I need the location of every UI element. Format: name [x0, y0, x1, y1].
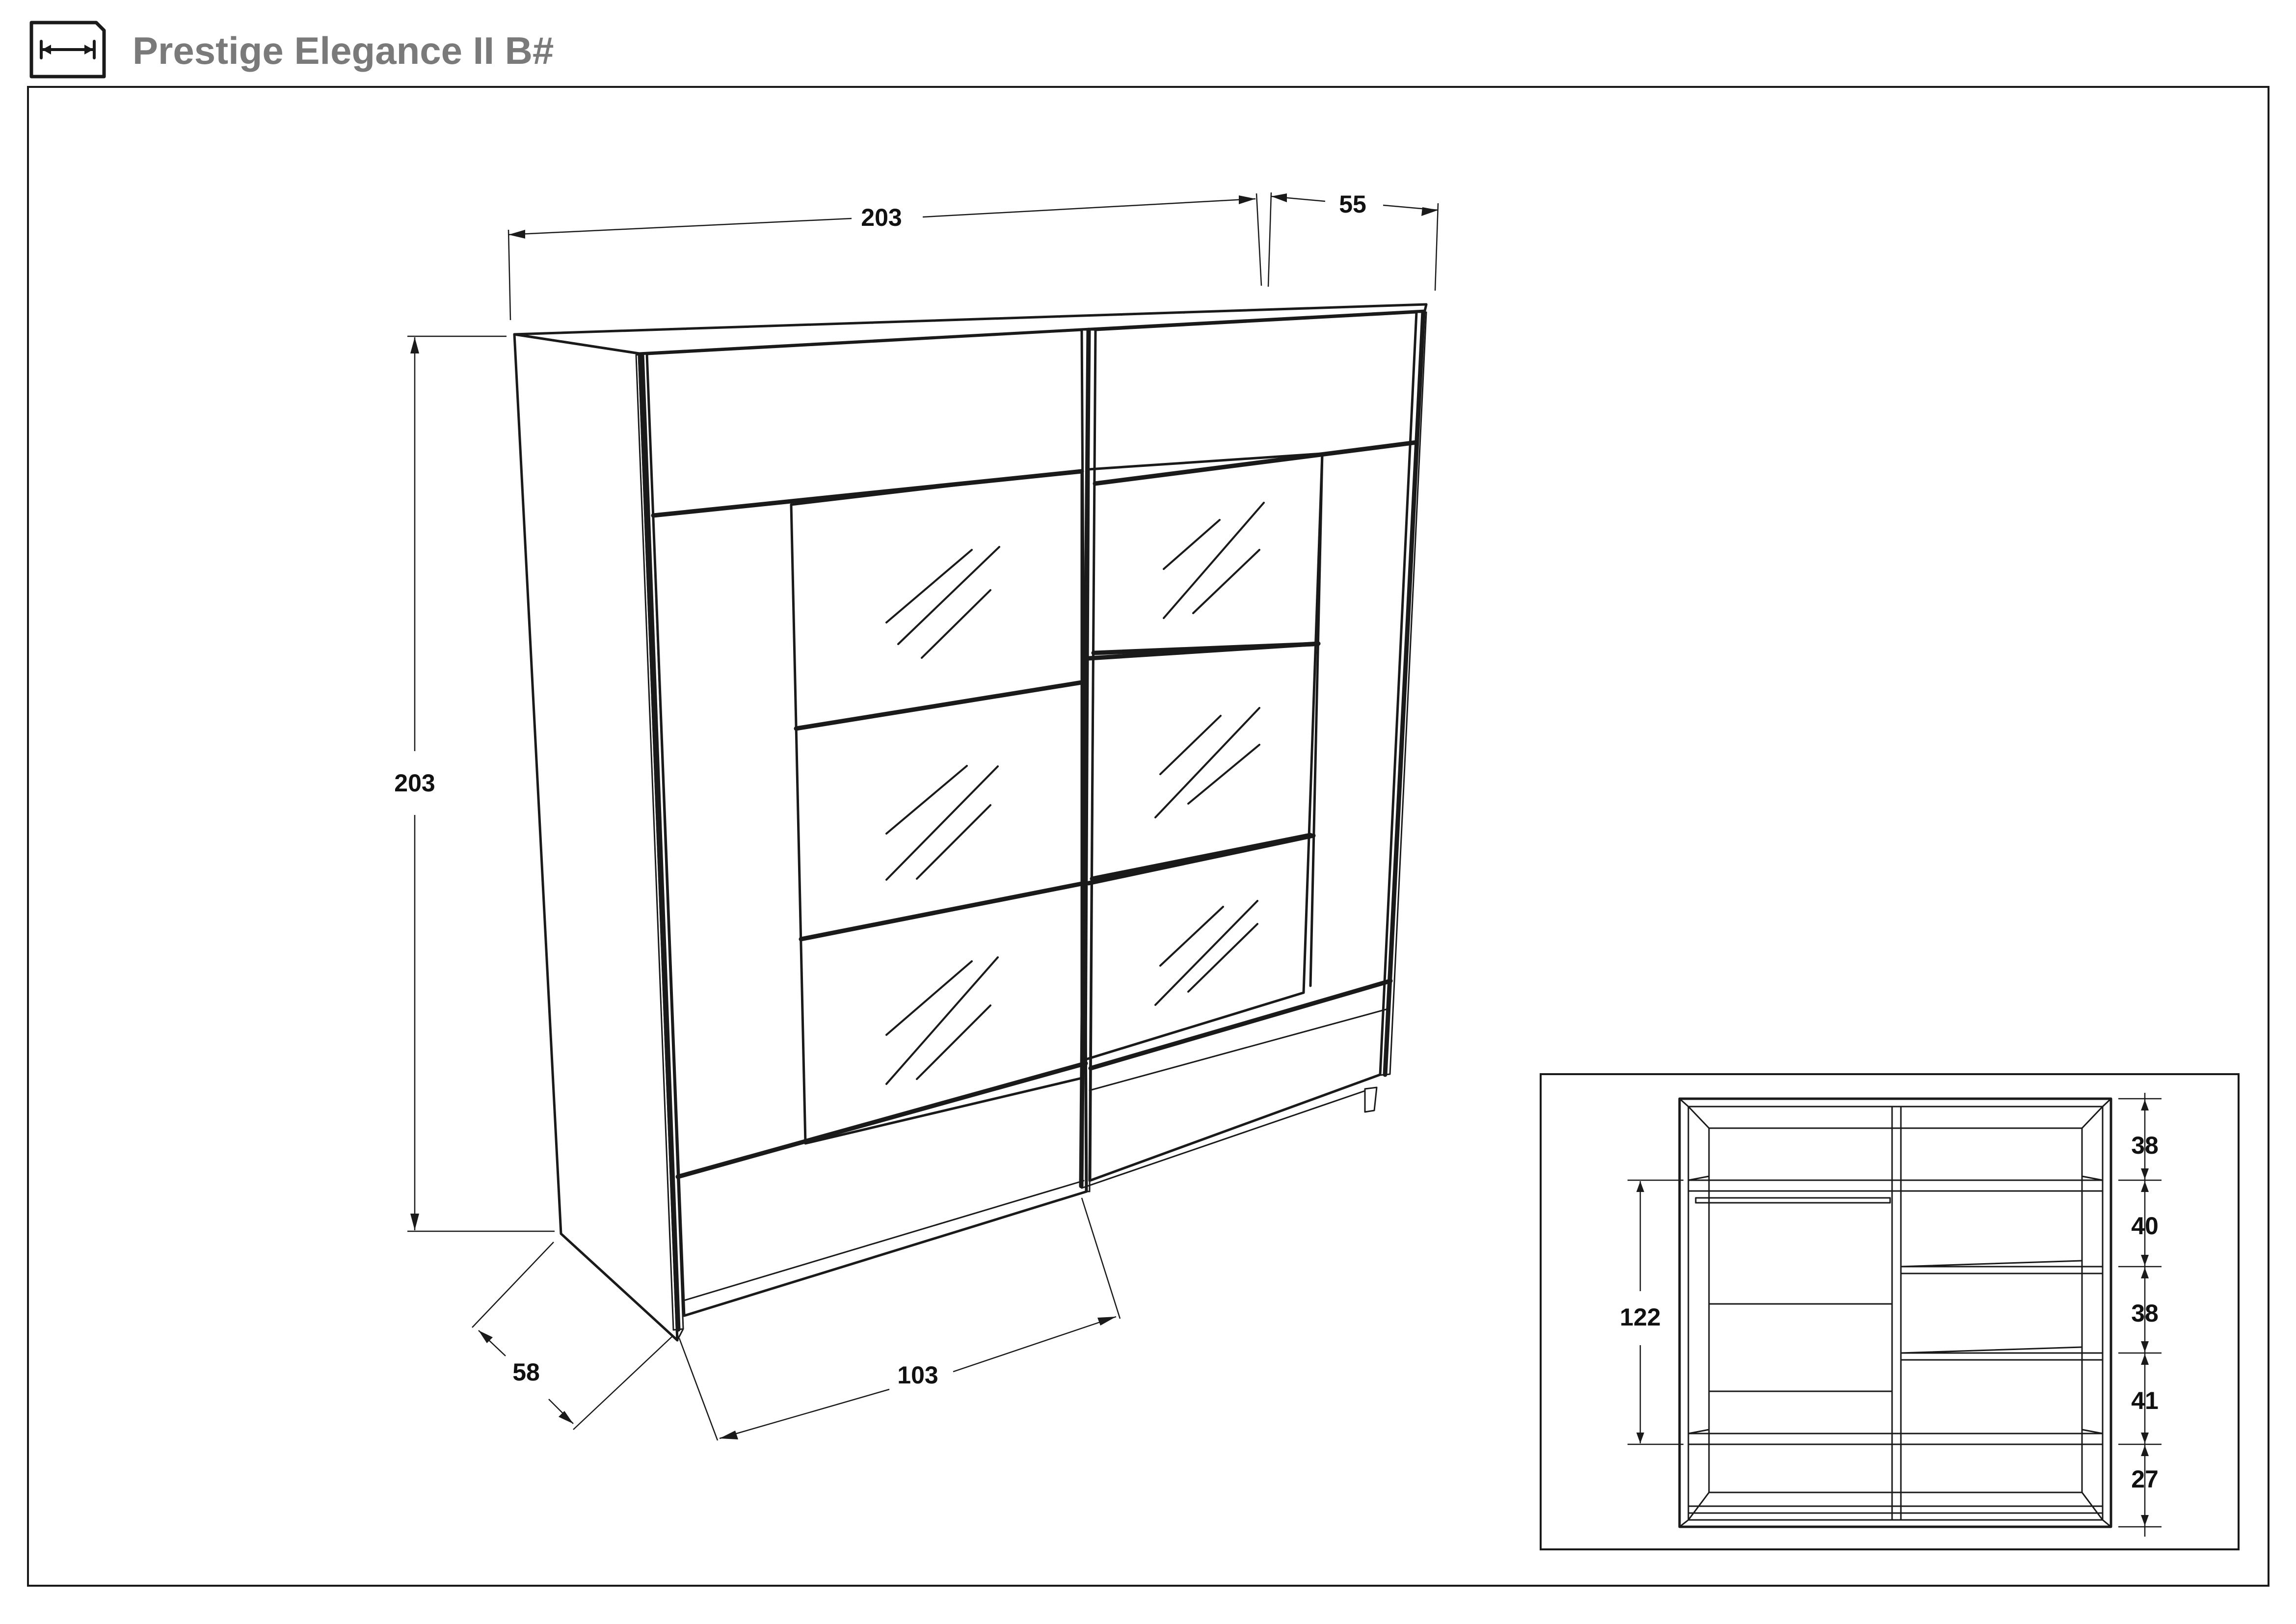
- shelf-top: [1687, 1179, 2104, 1192]
- right-glass-frame: [1084, 452, 1324, 1061]
- dim-depth-bottom: 58: [512, 1358, 540, 1386]
- dim-shelf-2: 40: [2131, 1212, 2159, 1240]
- dim-door-width: 103: [897, 1361, 938, 1389]
- dim-shelf-1: 38: [2131, 1132, 2159, 1159]
- shelf-right-2: [1900, 1352, 2104, 1361]
- dim-shelf-4: 41: [2131, 1387, 2159, 1414]
- glass-panel-5: [885, 956, 999, 1085]
- hanging-rail: [1695, 1197, 1891, 1204]
- page-title: Prestige Elegance II B#: [133, 29, 554, 72]
- base-plinth-right: [1364, 1086, 1378, 1113]
- dim-depth-top: 55: [1339, 190, 1366, 218]
- glass-panel-1: [885, 546, 1000, 659]
- dim-inner-height: 122: [1620, 1303, 1660, 1331]
- dim-shelf-3: 38: [2131, 1299, 2159, 1327]
- shelf-lower: [1687, 1433, 2104, 1445]
- glass-panel-6: [1154, 900, 1258, 1006]
- right-door: [1088, 311, 1418, 1182]
- dim-height: 203: [394, 769, 435, 797]
- wardrobe-top: [513, 303, 1428, 355]
- header-icon: [29, 21, 106, 79]
- interior-view: 122 38 40 38 41 27: [1540, 1073, 2240, 1550]
- glass-panel-3: [885, 765, 999, 881]
- glass-reflections: [885, 502, 1265, 1085]
- dim-shelf-5: 27: [2131, 1465, 2159, 1493]
- dimensions-icon: [29, 21, 106, 79]
- dim-width-top: 203: [861, 204, 902, 231]
- glass-panel-2: [1163, 502, 1265, 619]
- left-glass-frame: [790, 469, 1083, 1145]
- wardrobe-3d-view: 203 55 203 58 103: [394, 190, 1439, 1441]
- drawing-frame: [27, 86, 2269, 1587]
- shelf-right-1: [1900, 1266, 2104, 1274]
- dimension-lines: [407, 192, 1439, 1441]
- glass-panel-4: [1154, 707, 1260, 818]
- interior-view-frame: [1540, 1073, 2240, 1550]
